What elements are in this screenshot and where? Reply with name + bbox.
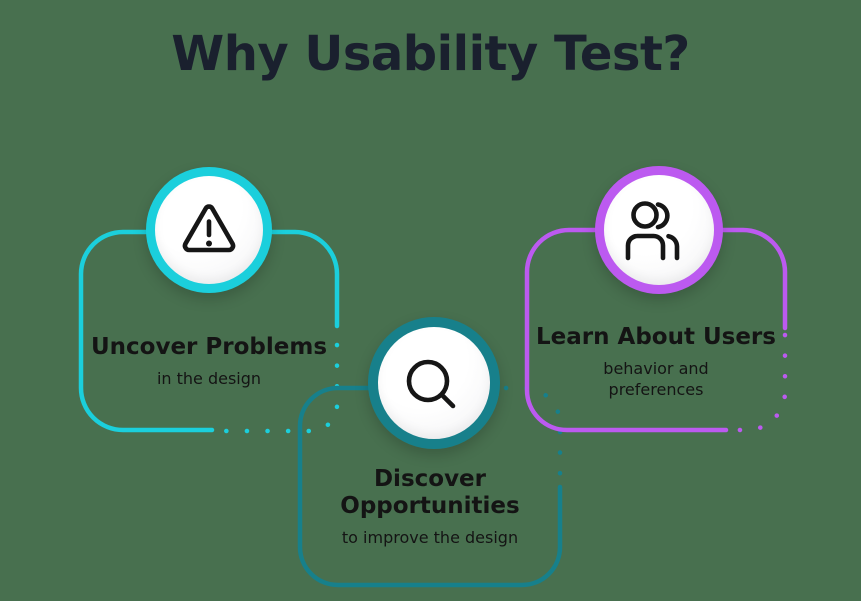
uncover-card-dotted-border [221,342,340,434]
discover-card-text: Discover Opportunities to improve the de… [300,466,560,548]
learn-card-border [524,227,788,433]
uncover-card-border [78,229,340,433]
warning-triangle-icon [182,204,236,253]
learn-card-text: Learn About Users behavior and preferenc… [527,324,785,400]
learn-icon-badge [595,166,723,294]
discover-heading: Discover Opportunities [340,466,520,520]
discover-subtext: to improve the design [341,528,519,548]
learn-card-dotted-border [732,332,788,433]
page-title: Why Usability Test? [171,26,690,82]
uncover-card-text: Uncover Problems in the design [81,334,337,389]
uncover-subtext: in the design [156,369,262,389]
uncover-heading: Uncover Problems [90,334,328,360]
users-icon [625,201,680,261]
learn-heading: Learn About Users [536,324,776,350]
learn-subtext: behavior and preferences [603,359,709,400]
discover-icon-badge [368,317,500,449]
uncover-icon-badge [146,167,272,293]
discover-card-border [297,385,563,588]
search-icon [406,359,456,409]
